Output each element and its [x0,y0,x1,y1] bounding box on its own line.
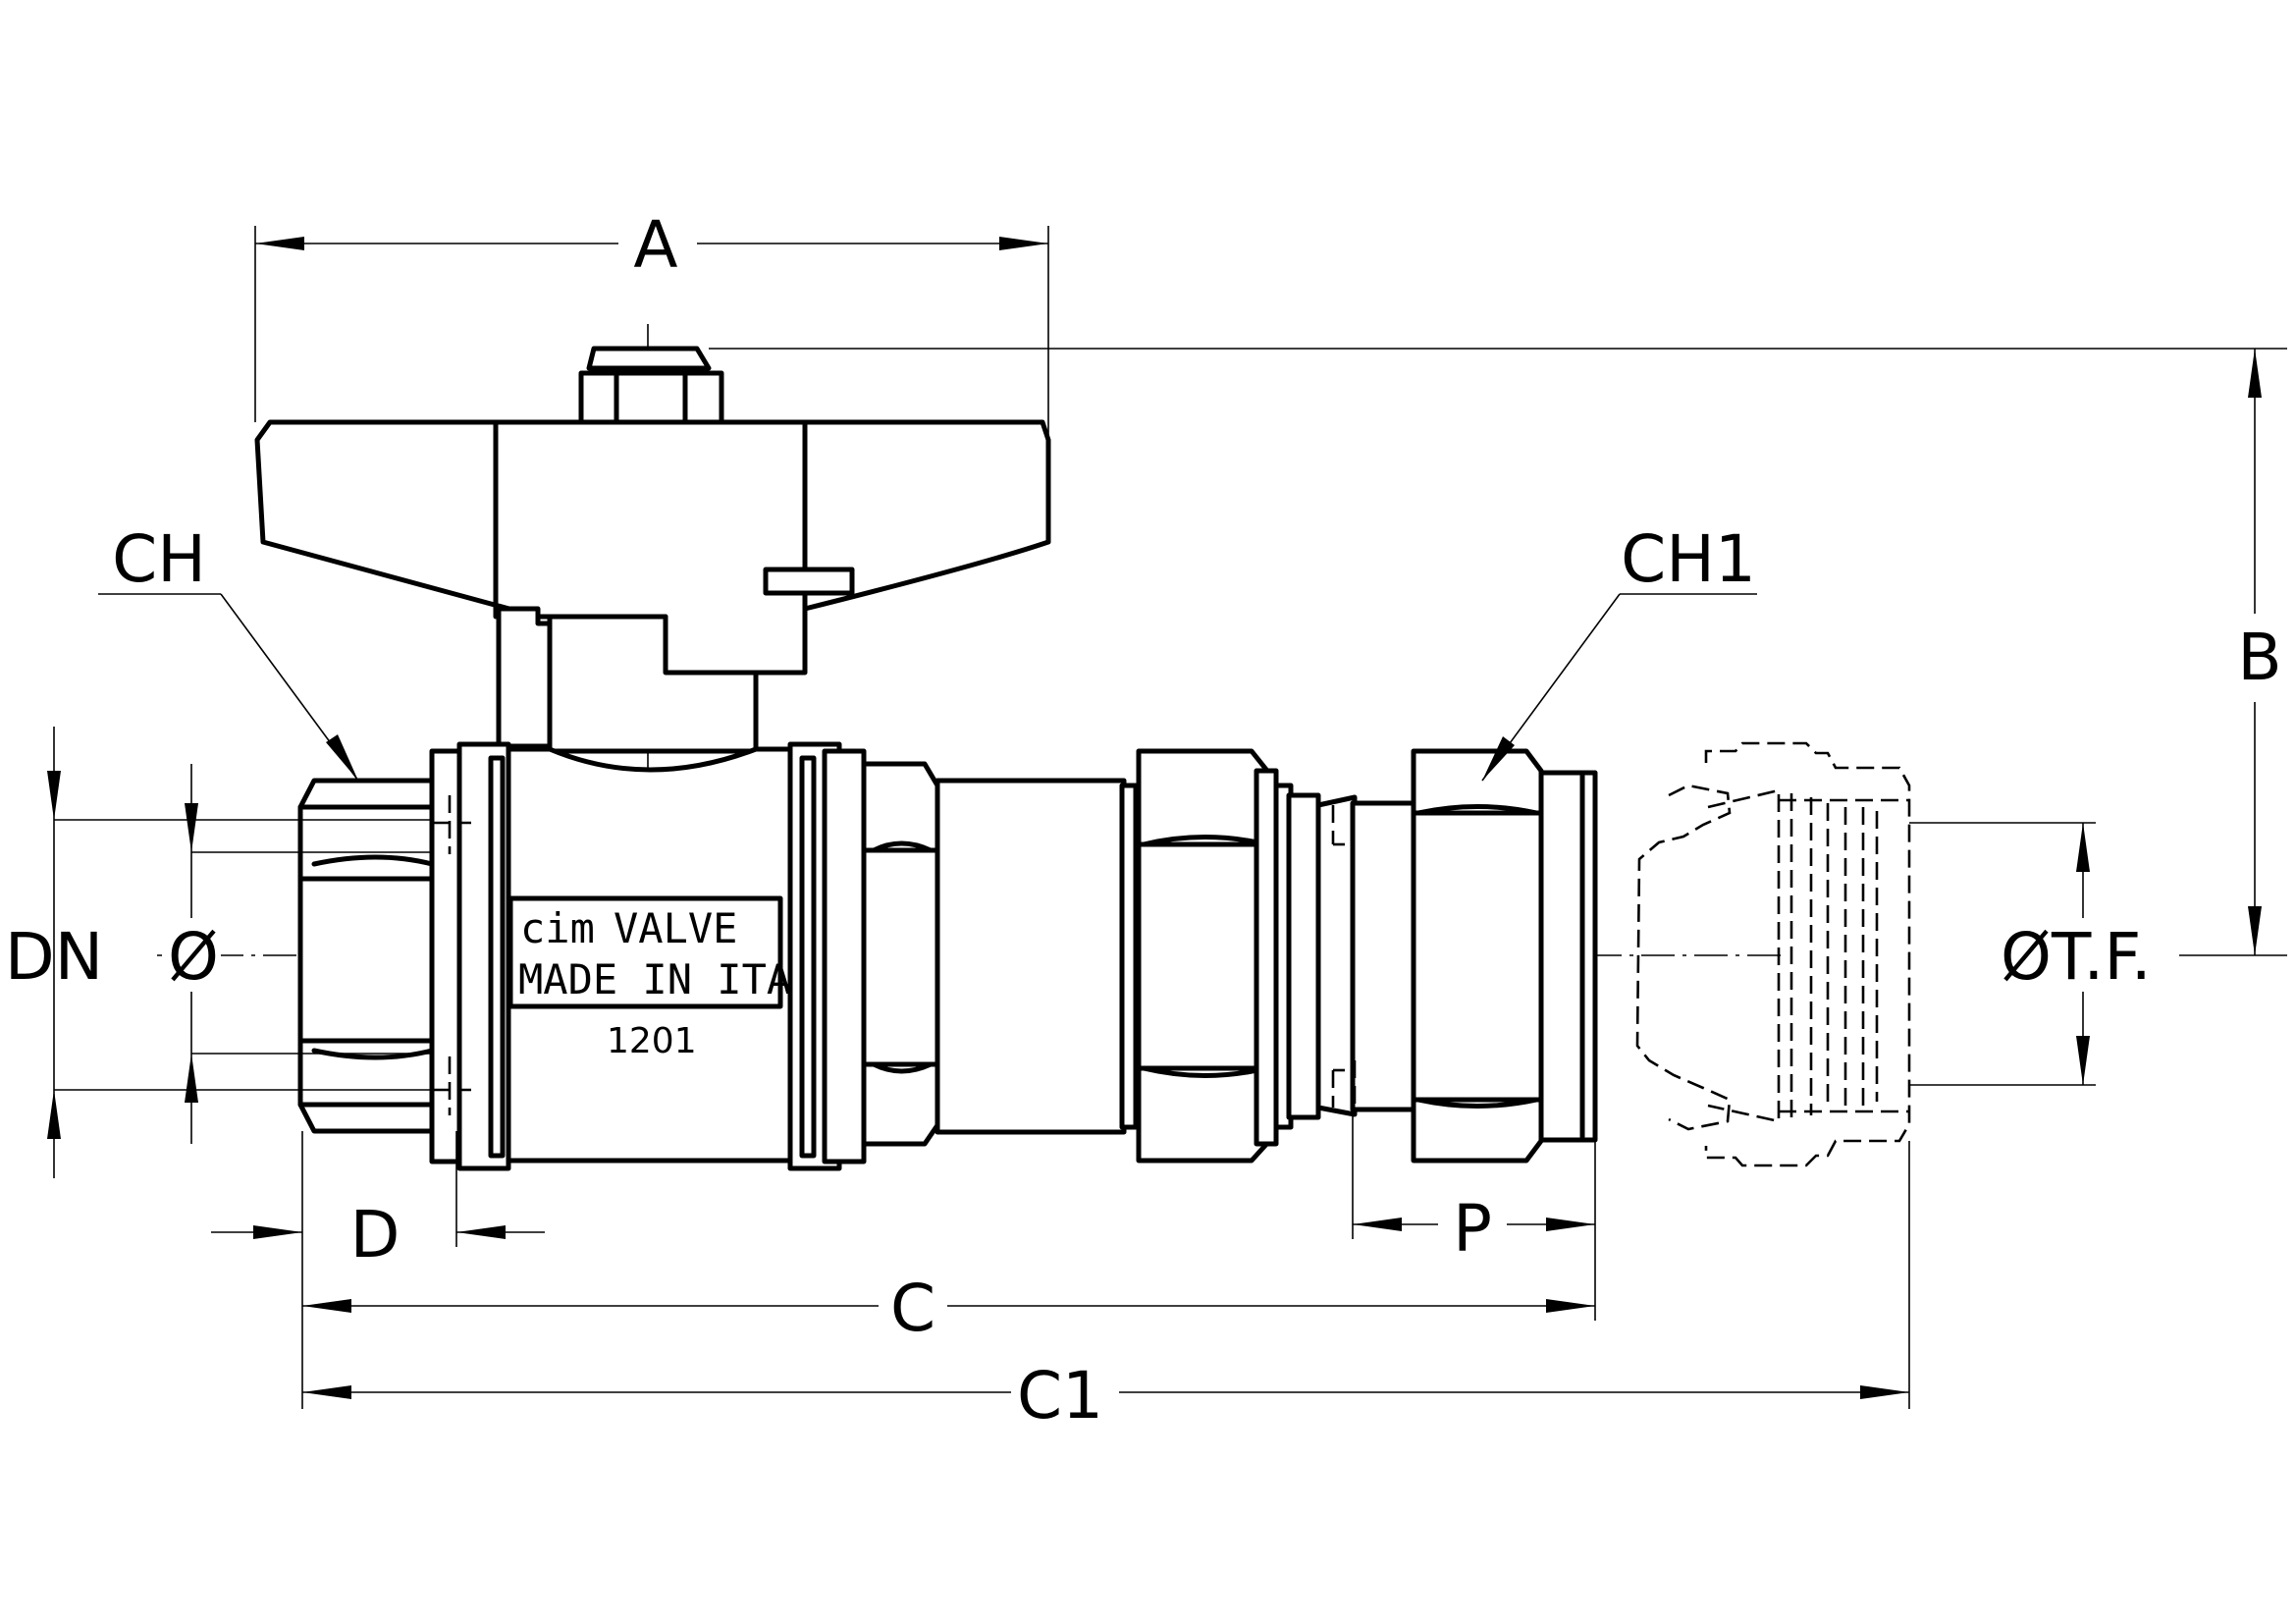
leader-ch: CH [98,521,359,782]
hex-nut-2 [1136,748,1279,1164]
label-ch: CH [112,521,206,597]
dimension-dn: DN [5,727,432,1178]
dimension-d: D [211,1131,545,1272]
label-d: D [350,1197,400,1272]
label-p: P [1453,1191,1492,1267]
label-b: B [2237,620,2281,695]
hex-nut-3 [1411,748,1598,1164]
dimension-phi-tf: ØT.F. [1909,822,2179,1086]
label-ch1: CH1 [1621,521,1756,597]
brand-cim: cim [520,904,595,952]
connector-ring [1273,783,1321,1130]
dimension-phi: Ø [162,764,432,1144]
label-phi: Ø [168,919,219,995]
phantom-fitting [1635,741,1911,1167]
dimension-a: A [254,206,1049,442]
leader-ch1: CH1 [1481,521,1757,782]
brand-valve: VALVE [614,904,737,952]
pipe-insert [1315,794,1419,1117]
dimension-p: P [1352,1111,1595,1269]
dimension-c: C [301,1131,1596,1409]
label-a: A [633,207,677,283]
left-threaded-end [297,741,511,1171]
dimension-c1: C1 [302,1141,1910,1434]
made-in-italy: MADE IN ITALY [518,955,841,1003]
hex-nut-1 [861,761,940,1147]
model-number: 1201 [607,1021,697,1061]
label-phi-tf: ØT.F. [2001,919,2152,995]
body-right-flange [787,741,867,1171]
label-dn: DN [5,919,103,995]
label-c: C [890,1271,935,1346]
butterfly-handle [254,346,1051,754]
pipe-extension [934,778,1139,1135]
label-c1: C1 [1017,1358,1103,1434]
dimension-b: B [709,348,2292,956]
valve-body: cim VALVE MADE IN ITALY 1201 [448,746,841,1164]
